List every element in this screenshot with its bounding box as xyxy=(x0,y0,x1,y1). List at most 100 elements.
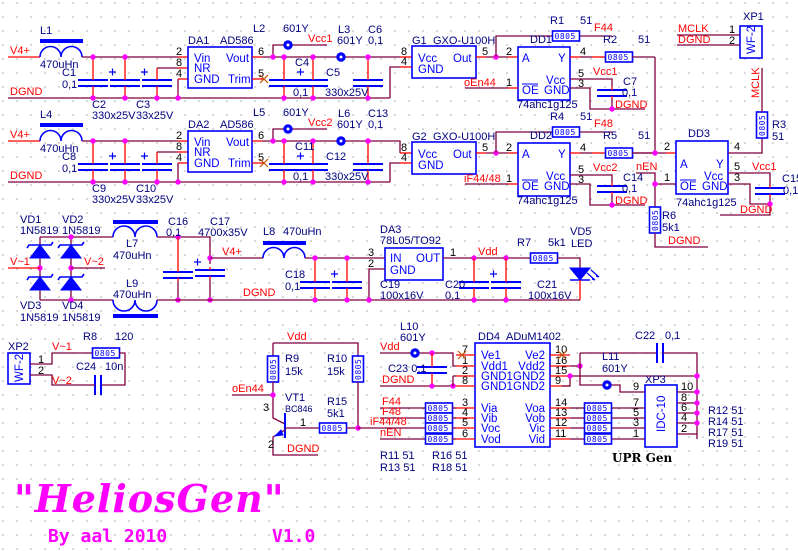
label: 14 xyxy=(555,397,567,409)
net-label: oEn44 xyxy=(464,77,496,89)
resistor: 0805 xyxy=(529,252,559,264)
regulator-chip xyxy=(187,46,253,89)
part-label: 74ahc1g125 xyxy=(517,99,578,111)
label: 330x25V xyxy=(92,194,136,206)
label: 78L05/TO92 xyxy=(380,235,441,247)
part-label: 74ahc1g125 xyxy=(517,195,578,207)
junction-dot xyxy=(154,95,160,101)
resistor: 0805 xyxy=(604,147,634,159)
wire xyxy=(157,236,211,264)
label: 4 xyxy=(580,46,586,58)
diode-cathode xyxy=(57,273,85,281)
label: GND xyxy=(390,265,416,277)
wire xyxy=(272,44,327,57)
label: 51 xyxy=(638,34,650,46)
label: 601Y xyxy=(337,35,363,47)
label: C19 xyxy=(380,279,400,291)
junction-dot xyxy=(344,297,350,303)
label: R11 51 xyxy=(380,450,415,462)
label: 9 xyxy=(633,381,639,393)
label: 3 xyxy=(578,78,584,90)
ref-label: G2 xyxy=(412,131,427,143)
resistor-code: 0805 xyxy=(428,435,449,444)
ferrite-bead-core xyxy=(339,55,343,59)
resistor-code: 0805 xyxy=(428,424,449,433)
label: 2 xyxy=(176,46,182,58)
label: 0,1 xyxy=(368,35,383,47)
net-label-vcc: Vcc2 xyxy=(593,162,617,174)
junction-dot xyxy=(270,54,276,60)
label: 33x25V xyxy=(136,110,174,122)
wire xyxy=(30,352,93,365)
junction-dot xyxy=(767,201,773,207)
plus-icon xyxy=(331,270,338,278)
label: 5 xyxy=(734,161,740,173)
label: 1 xyxy=(633,428,639,440)
label: F48 xyxy=(382,406,401,418)
label: C7 xyxy=(623,76,637,88)
label: R16 51 xyxy=(432,450,467,462)
label: C22 xyxy=(635,330,655,342)
net-label: F48 xyxy=(594,118,613,130)
junction-dot xyxy=(281,54,287,60)
label: OUT xyxy=(416,253,440,265)
plus-icon xyxy=(141,152,148,160)
net-label-v4: V4+ xyxy=(10,45,30,57)
resistor: 0805 xyxy=(551,126,581,138)
resistor-code: 0805 xyxy=(269,359,278,380)
led-icon xyxy=(568,267,592,281)
label: 601Y xyxy=(337,119,363,131)
oscillator-chip xyxy=(411,45,477,79)
label: 13 xyxy=(555,407,567,419)
junction-dot xyxy=(366,297,372,303)
junction-dot xyxy=(175,179,181,185)
oscillator-chip xyxy=(411,141,477,175)
label: C3 xyxy=(136,99,150,111)
label: C21 xyxy=(537,279,557,291)
label: 0,1 xyxy=(62,163,77,175)
label: 3 xyxy=(633,417,639,429)
label: DGND xyxy=(740,204,772,216)
regulator-chip-da3 xyxy=(384,247,444,281)
label: 5 xyxy=(578,164,584,176)
label: 11 xyxy=(555,428,566,440)
subtitle: UPR Gen xyxy=(612,451,673,465)
label: L6 xyxy=(338,108,350,120)
pin-label: Vob xyxy=(525,413,545,425)
label: 51 xyxy=(772,131,784,143)
title: "HeliosGen" xyxy=(14,476,285,521)
label: R18 51 xyxy=(432,462,467,474)
pin-label: Ve2 xyxy=(525,350,545,362)
label: 1N5819 xyxy=(62,312,101,324)
label: GND1 xyxy=(481,371,513,383)
junction-dot xyxy=(270,138,276,144)
label: R8 xyxy=(83,331,97,343)
junction-dot xyxy=(429,383,435,389)
label: OE xyxy=(680,181,697,193)
resistor-body xyxy=(583,422,613,434)
label: GND xyxy=(194,74,220,86)
resistor: 0805 xyxy=(424,402,454,414)
label: C14 xyxy=(623,172,643,184)
net-label-vcc: Vcc1 xyxy=(593,66,617,78)
label: GND xyxy=(194,158,220,170)
label: 12 xyxy=(555,417,567,429)
label: R4 xyxy=(550,111,564,123)
label: 4700x35V xyxy=(198,227,248,239)
label: NR xyxy=(194,147,211,159)
diode-cathode xyxy=(26,273,54,281)
label: 1 xyxy=(38,354,44,366)
label: 3 xyxy=(734,172,740,184)
wire xyxy=(368,268,385,300)
label: 2 xyxy=(664,141,670,153)
label: Vcc xyxy=(418,149,437,161)
ref-label: DD1 xyxy=(530,34,552,46)
no-connect-icon xyxy=(457,350,467,360)
net-label-mclk: MCLK xyxy=(750,67,762,98)
ref-label: L4 xyxy=(40,109,52,121)
connector-xp3 xyxy=(644,384,678,448)
label: 15k xyxy=(327,366,345,378)
resistor-code: 0805 xyxy=(555,32,576,41)
label: 2 xyxy=(729,35,735,47)
label: Vib xyxy=(481,413,497,425)
